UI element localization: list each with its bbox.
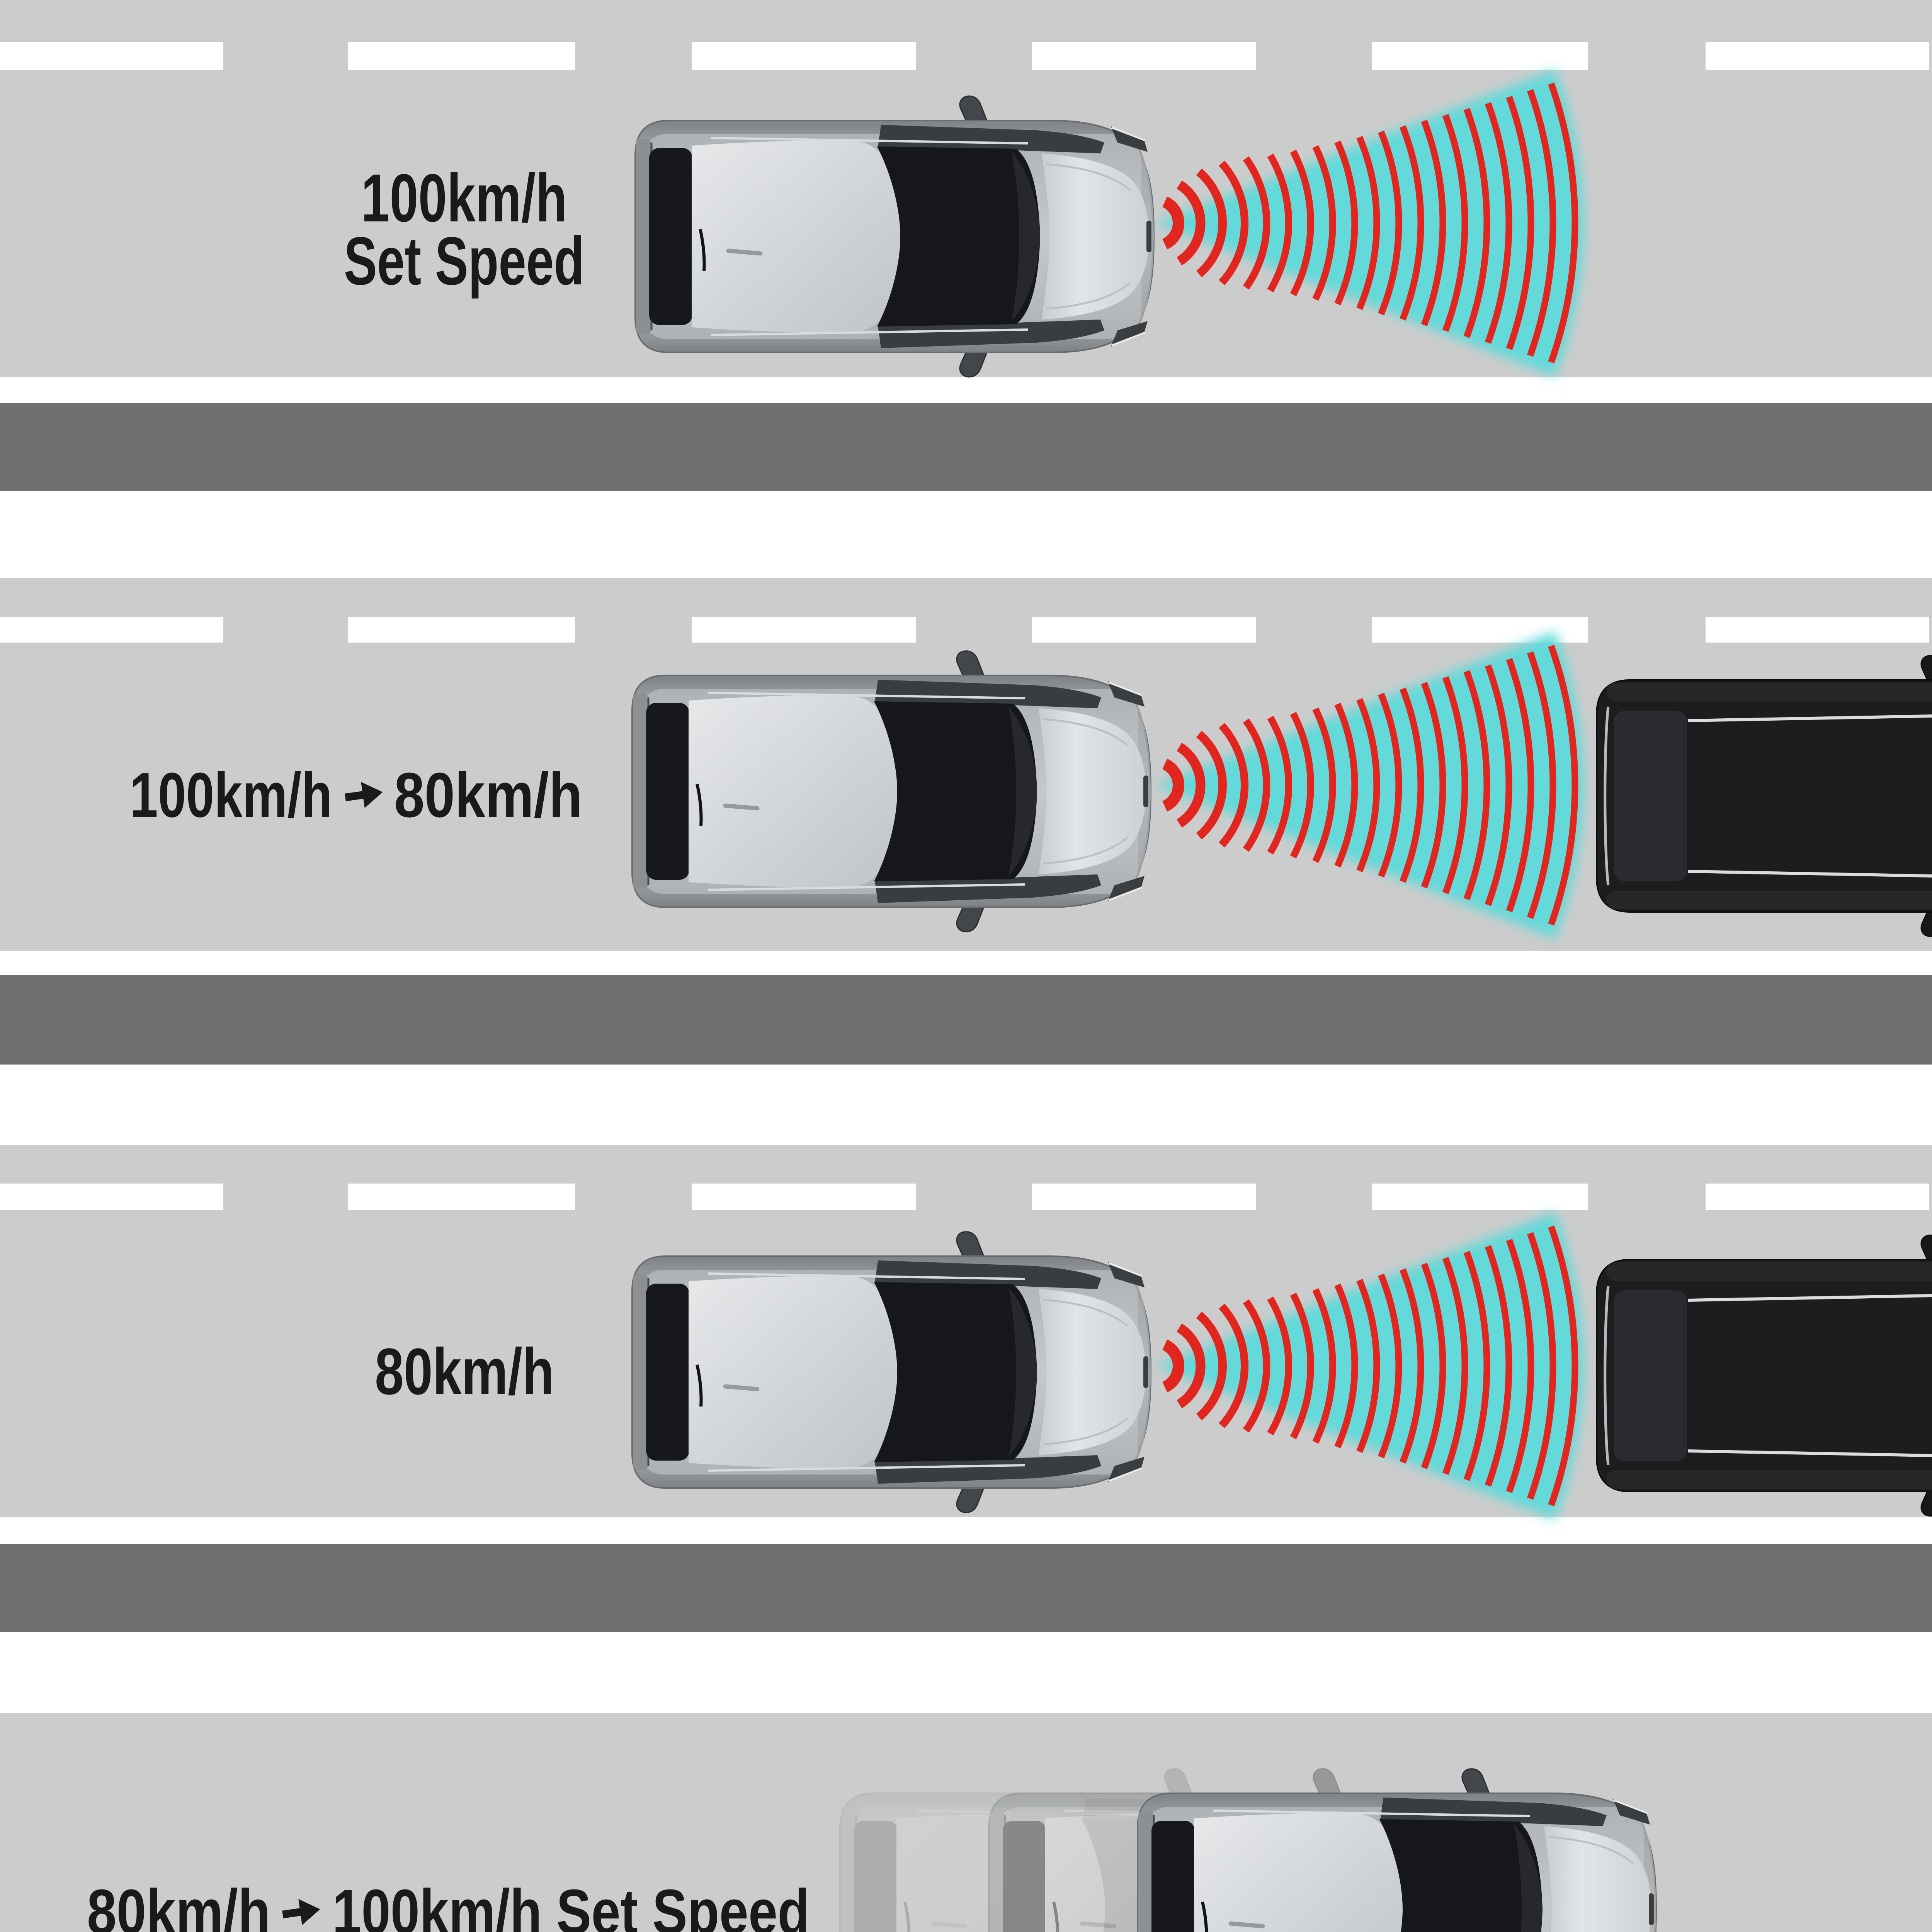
svg-text:80km/h: 80km/h	[375, 1335, 554, 1408]
svg-text:100km/h Set Speed: 100km/h Set Speed	[332, 1876, 810, 1932]
svg-text:100km/h: 100km/h	[130, 760, 332, 830]
svg-text:80km/h: 80km/h	[87, 1876, 270, 1932]
svg-text:Set Speed: Set Speed	[344, 223, 584, 299]
svg-text:80km/h: 80km/h	[394, 760, 582, 830]
svg-text:100km/h: 100km/h	[361, 160, 567, 236]
